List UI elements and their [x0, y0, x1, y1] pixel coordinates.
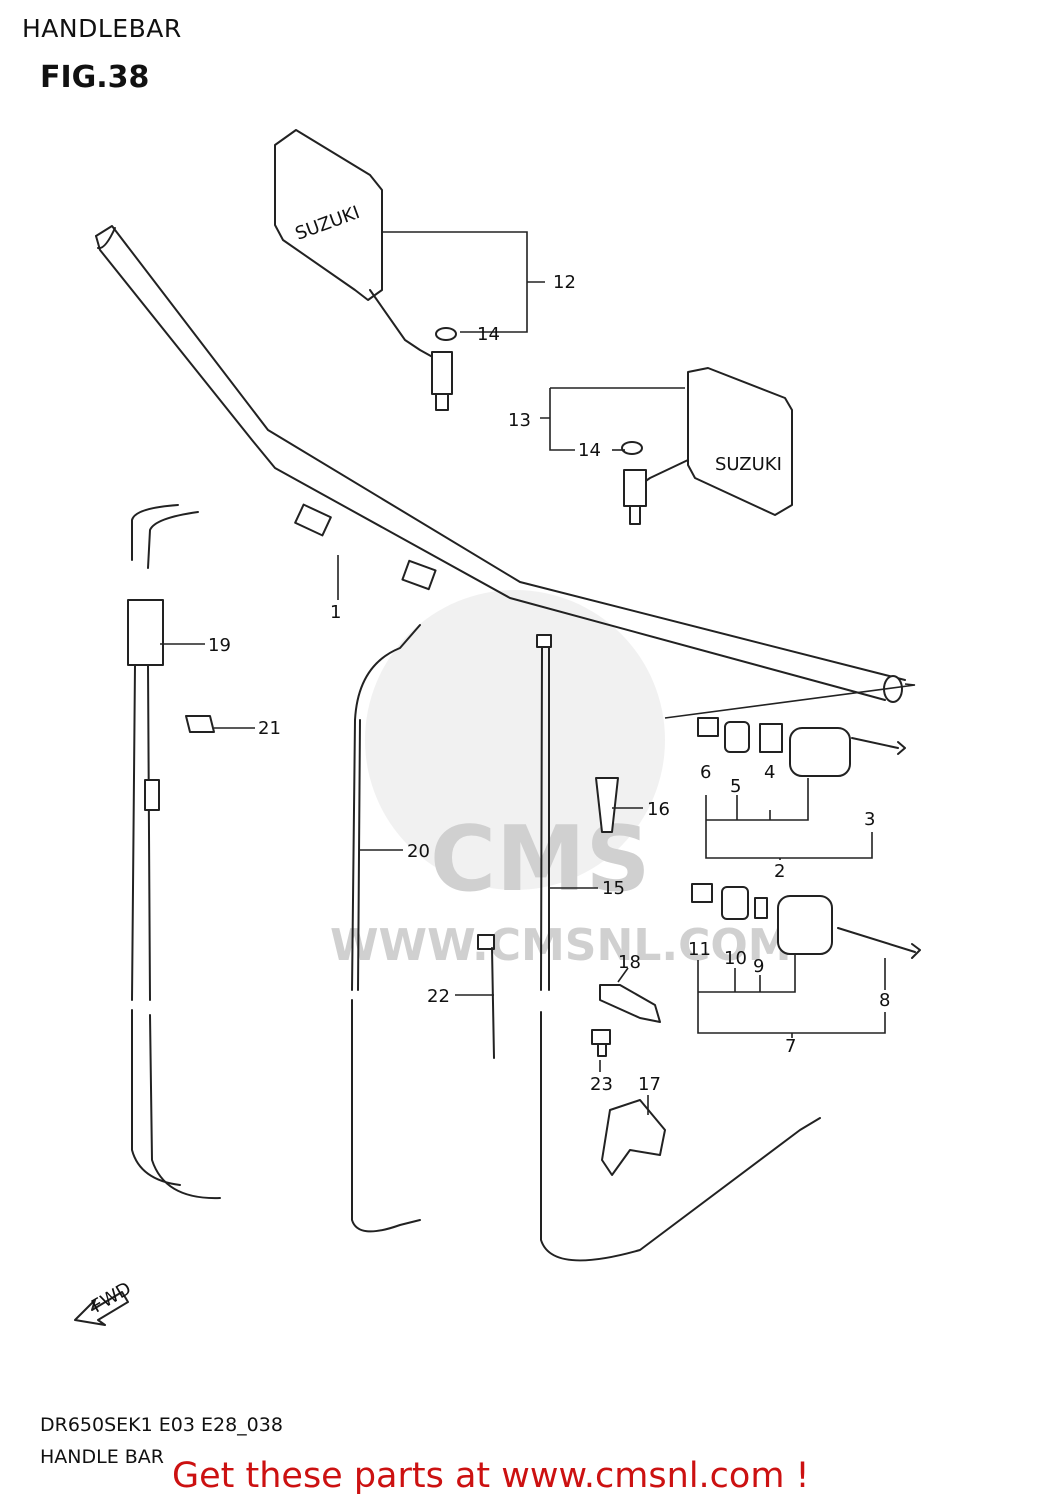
forward-arrow-icon: FWD — [74, 1278, 135, 1326]
callout-numbers: 1 2 3 4 5 6 7 8 9 10 11 12 13 14 14 15 1… — [208, 272, 890, 1095]
footer-description: HANDLE BAR — [40, 1446, 164, 1468]
callout-9: 9 — [753, 956, 764, 977]
callout-5: 5 — [730, 776, 741, 797]
callout-3: 3 — [864, 809, 875, 830]
callout-11: 11 — [688, 939, 711, 960]
choke-cable — [351, 624, 421, 1233]
watermark-url: WWW.CMSNL.COM — [330, 920, 792, 971]
callout-22: 22 — [427, 986, 450, 1007]
figure-label: FIG.38 — [40, 60, 150, 95]
bracket-17 — [601, 1099, 666, 1176]
callout-19: 19 — [208, 635, 231, 656]
footer-model-code: DR650SEK1 E03 E28_038 — [40, 1414, 283, 1436]
clutch-cable — [536, 634, 821, 1262]
bar-end-weight-upper — [697, 717, 906, 777]
callout-12: 12 — [553, 272, 576, 293]
callout-14a: 14 — [477, 324, 500, 345]
mirror-right: SUZUKI — [621, 367, 793, 525]
bolt-23 — [591, 1029, 611, 1057]
handlebar-part — [95, 225, 916, 719]
callout-14b: 14 — [578, 440, 601, 461]
mirror-brand-right: SUZUKI — [715, 454, 782, 475]
callout-10: 10 — [724, 948, 747, 969]
bracket-18 — [599, 984, 661, 1023]
callout-13: 13 — [508, 410, 531, 431]
boot-cap-16 — [595, 777, 619, 833]
page-title: HANDLEBAR — [22, 14, 182, 43]
cable-clip-21 — [185, 715, 215, 733]
bar-end-weight-lower — [691, 883, 921, 959]
callout-17: 17 — [638, 1074, 661, 1095]
callout-1: 1 — [330, 602, 341, 623]
callout-15: 15 — [602, 878, 625, 899]
callout-2: 2 — [774, 861, 785, 882]
callout-8: 8 — [879, 990, 890, 1011]
promo-banner[interactable]: Get these parts at www.cmsnl.com ! — [172, 1456, 810, 1496]
callout-21: 21 — [258, 718, 281, 739]
callout-4: 4 — [764, 762, 775, 783]
callout-7: 7 — [785, 1036, 796, 1057]
cable-tie-22 — [477, 934, 495, 1059]
callout-18: 18 — [618, 952, 641, 973]
callout-20: 20 — [407, 841, 430, 862]
callout-6: 6 — [700, 762, 711, 783]
callout-16: 16 — [647, 799, 670, 820]
callout-23: 23 — [590, 1074, 613, 1095]
leader-lines — [160, 231, 886, 1115]
throttle-cables — [127, 504, 221, 1200]
mirror-left: SUZUKI — [274, 129, 457, 411]
